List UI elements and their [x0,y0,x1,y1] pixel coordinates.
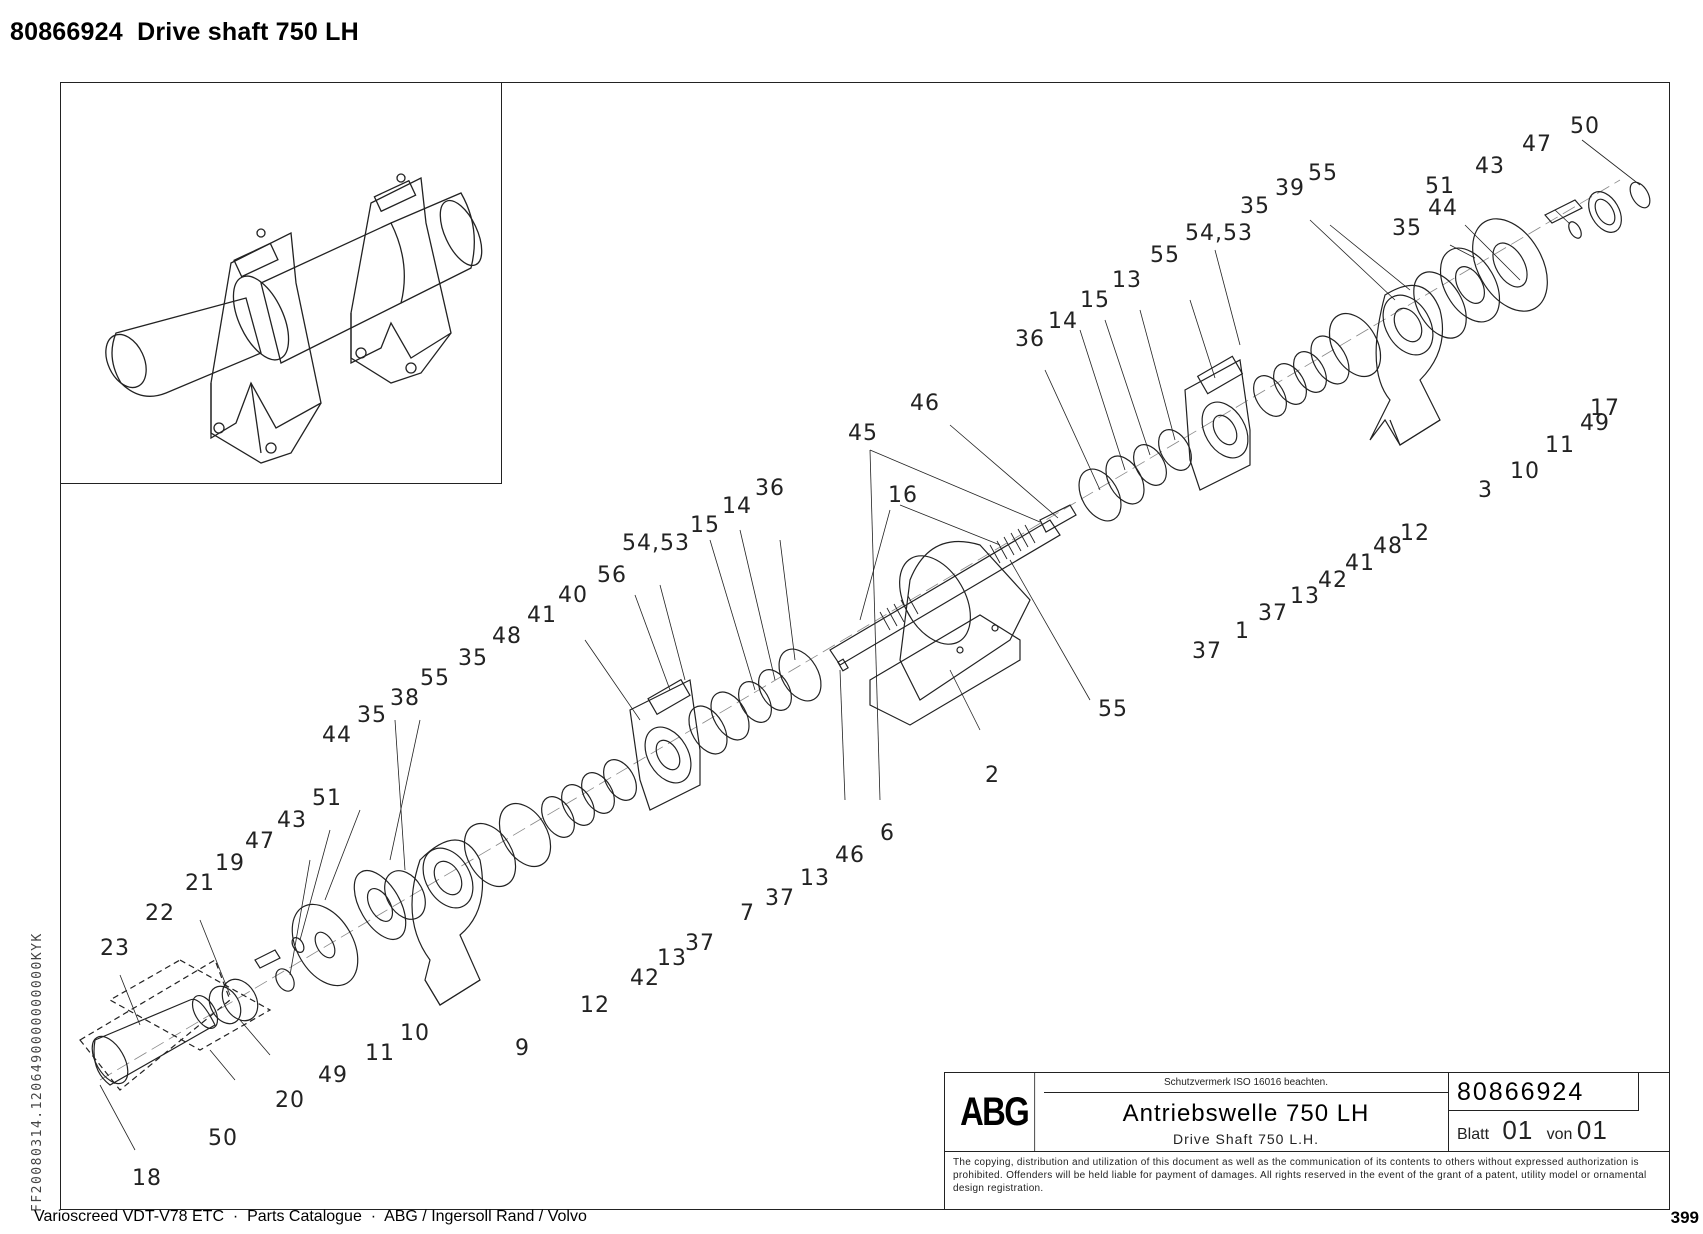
callout: 38 [390,686,420,711]
callout: 11 [365,1041,395,1066]
callout: 39 [1275,176,1305,201]
callout: 47 [1522,132,1552,157]
title-german: Antriebswelle 750 LH [1122,1100,1370,1127]
callout: 36 [755,476,785,501]
callout: 21 [185,871,215,896]
callout: 37 [1192,639,1222,664]
title-block: ABG Schutzvermerk ISO 16016 beachten. An… [944,1072,1670,1210]
drawing-number: 80866924 [1449,1073,1639,1111]
callout: 11 [1545,433,1575,458]
callout: 44 [322,723,352,748]
callout: 46 [910,391,940,416]
callout: 17 [1590,396,1620,421]
callout: 41 [527,603,557,628]
drawing-frame [60,82,1670,1210]
callout: 37 [685,931,715,956]
of-label: von [1546,1126,1573,1143]
callout: 55 [420,666,450,691]
callout: 43 [1475,154,1505,179]
callout: 47 [245,829,275,854]
callout: 41 [1345,551,1375,576]
callout: 35 [357,703,387,728]
callout: 10 [1510,459,1540,484]
callout: 51 [1425,174,1455,199]
callout: 14 [722,494,752,519]
page-title: 80866924 Drive shaft 750 LH [10,18,359,46]
callout: 2 [985,763,1000,788]
callout: 54,53 [1185,221,1253,246]
callout: 13 [1112,268,1142,293]
callout: 35 [1240,194,1270,219]
callout: 15 [690,513,720,538]
protection-note: Schutzvermerk ISO 16016 beachten. [1044,1073,1448,1093]
callout: 56 [597,563,627,588]
copyright-notice: The copying, distribution and utilizatio… [945,1151,1669,1209]
page-number: 399 [1670,1208,1699,1227]
callout: 1 [1235,619,1250,644]
footer-catalogue-info: Varioscreed VDT-V78 ETC · Parts Catalogu… [34,1208,587,1225]
callout-labels: 50 47 43 51 44 35 39 55 35 54,53 55 13 1… [100,114,1620,1191]
sheet-info: Blatt 01 von 01 [1449,1111,1669,1154]
callout: 42 [1318,568,1348,593]
callout: 55 [1098,697,1128,722]
callout: 45 [848,421,878,446]
callout: 55 [1308,161,1338,186]
sheet-total: 01 [1576,1115,1608,1145]
callout: 13 [800,866,830,891]
callout: 7 [740,901,755,926]
callout: 13 [657,946,687,971]
abg-logo: ABG [954,1073,1036,1151]
callout: 19 [215,851,245,876]
assembly-preview-drawing [105,173,483,464]
title-block-titles: Schutzvermerk ISO 16016 beachten. Antrie… [1044,1073,1449,1151]
callout: 44 [1428,196,1458,221]
callout: 14 [1048,309,1078,334]
sheet-label: Blatt [1457,1126,1490,1143]
callout: 35 [1392,216,1422,241]
callout: 36 [1015,327,1045,352]
callout: 42 [630,966,660,991]
callout: 37 [765,886,795,911]
callout: 55 [1150,243,1180,268]
callout: 37 [1258,601,1288,626]
callout: 49 [318,1063,348,1088]
callout: 50 [208,1126,238,1151]
assembly-preview-inset [60,82,502,484]
callout: 40 [558,583,588,608]
callout: 18 [132,1166,162,1191]
callout: 23 [100,936,130,961]
callout: 51 [312,786,342,811]
callout: 16 [888,483,918,508]
title-english: Drive Shaft 750 L.H. [1172,1131,1320,1147]
callout: 50 [1570,114,1600,139]
callout: 10 [400,1021,430,1046]
callout: 48 [492,624,522,649]
side-document-code: FF20080314.1206490000000000KYK [30,932,45,1212]
title-block-numbers: 80866924 Blatt 01 von 01 [1449,1073,1669,1151]
callout: 12 [580,993,610,1018]
callout: 46 [835,843,865,868]
callout: 9 [515,1036,530,1061]
callout: 15 [1080,288,1110,313]
callout: 20 [275,1088,305,1113]
callout: 6 [880,821,895,846]
callout: 12 [1400,521,1430,546]
callout: 13 [1290,584,1320,609]
callout: 49 [1580,411,1610,436]
callout: 3 [1478,478,1493,503]
callout: 48 [1373,534,1403,559]
callout: 35 [458,646,488,671]
sheet-number: 01 [1502,1115,1534,1145]
callout: 22 [145,901,175,926]
callout: 43 [277,808,307,833]
callout: 54,53 [622,531,690,556]
